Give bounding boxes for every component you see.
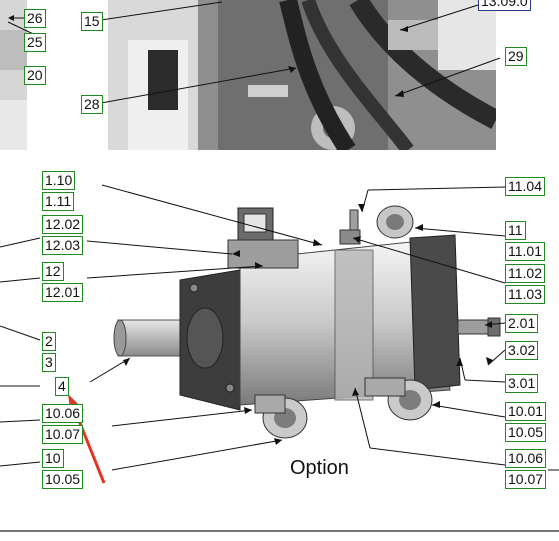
page-bottom-rule bbox=[0, 530, 559, 532]
callout-28: 28 bbox=[81, 95, 103, 114]
callout-group-11-02: 11.02 11.03 bbox=[505, 264, 545, 304]
callout-10-05-right: 10.05 bbox=[505, 423, 547, 442]
callout-group-12-02: 12.02 12.03 bbox=[42, 215, 84, 255]
callout-12-02: 12.02 bbox=[42, 215, 84, 234]
callout-12: 12 bbox=[42, 262, 64, 281]
callout-10: 10 bbox=[42, 449, 64, 468]
callout-group-10: 10 10.05 bbox=[42, 449, 84, 489]
option-label: Option bbox=[290, 457, 349, 479]
pump-art bbox=[113, 205, 501, 439]
callout-11-02: 11.02 bbox=[505, 264, 545, 283]
callout-10-05-left: 10.05 bbox=[42, 470, 84, 489]
callout-20: 20 bbox=[24, 66, 46, 85]
callout-29: 29 bbox=[505, 47, 527, 66]
callout-10-06-left: 10.06 bbox=[42, 404, 84, 423]
callout-25: 25 bbox=[24, 33, 46, 52]
callout-15: 15 bbox=[81, 12, 103, 31]
callout-26: 26 bbox=[24, 9, 46, 28]
callout-1-11: 1.11 bbox=[42, 192, 75, 211]
callout-group-10-06-right: 10.06 10.07 bbox=[505, 449, 547, 489]
callout-3-02: 3.02 bbox=[505, 341, 539, 360]
callout-10-01: 10.01 bbox=[505, 402, 547, 421]
callout-11-04: 11.04 bbox=[505, 177, 545, 196]
callout-group-2: 2 3 bbox=[42, 332, 56, 372]
engine-photo-art bbox=[108, 0, 496, 150]
callout-13-09: 13.09.0 bbox=[478, 0, 531, 11]
callout-3-01: 3.01 bbox=[505, 374, 539, 393]
callout-group-11: 11 11.01 bbox=[505, 221, 545, 261]
callout-group-12: 12 12.01 bbox=[42, 262, 84, 302]
hydraulic-pump-drawing bbox=[110, 180, 520, 460]
callout-2-01: 2.01 bbox=[505, 314, 539, 333]
callout-10-07-left: 10.07 bbox=[42, 425, 84, 444]
callout-10-06-right: 10.06 bbox=[505, 449, 547, 468]
callout-12-03: 12.03 bbox=[42, 236, 84, 255]
callout-4: 4 bbox=[55, 377, 69, 396]
callout-10-07-right: 10.07 bbox=[505, 470, 547, 489]
callout-group-10-01: 10.01 10.05 bbox=[505, 402, 547, 442]
callout-12-01: 12.01 bbox=[42, 283, 84, 302]
callout-group-1-10: 1.10 1.11 bbox=[42, 171, 76, 211]
callout-11-01: 11.01 bbox=[505, 242, 545, 261]
callout-11: 11 bbox=[505, 221, 526, 240]
callout-11-03: 11.03 bbox=[505, 285, 545, 304]
top-engine-photo bbox=[108, 0, 496, 150]
callout-3: 3 bbox=[42, 353, 56, 372]
callout-group-10-06-left: 10.06 10.07 bbox=[42, 404, 84, 444]
callout-2: 2 bbox=[42, 332, 56, 351]
callout-1-10: 1.10 bbox=[42, 171, 76, 190]
